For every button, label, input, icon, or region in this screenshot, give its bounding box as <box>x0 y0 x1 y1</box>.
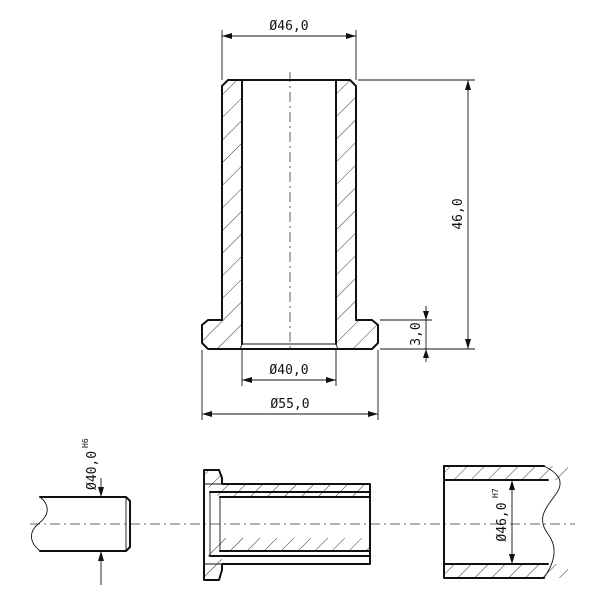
bore-diameter-label: Ø40,0 <box>269 363 308 378</box>
shaft-fit-nominal: Ø40,0 <box>85 451 100 490</box>
housing-outline <box>443 465 545 579</box>
flange-thickness-label: 3,0 <box>409 322 424 345</box>
overall-length-label: 46,0 <box>451 198 466 229</box>
housing-top-hatch <box>444 466 568 480</box>
dim-flange-diameter: Ø55,0 <box>202 397 378 417</box>
sleeve-diameter-label: Ø46,0 <box>269 19 308 34</box>
main-section-view: Ø46,0 46,0 3,0 Ø40,0 Ø55,0 <box>201 19 475 420</box>
dim-flange-thickness: 3,0 <box>409 306 429 362</box>
small-bushing-outline <box>203 469 371 581</box>
housing-view: Ø46,0 H7 <box>443 465 568 579</box>
dim-sleeve-diameter: Ø46,0 <box>222 19 356 39</box>
shaft-view: Ø40,0 H6 <box>31 438 131 585</box>
shaft-break-line <box>31 496 48 552</box>
right-wall-hatching <box>336 80 378 349</box>
flange-diameter-label: Ø55,0 <box>270 397 309 412</box>
housing-bottom-hatch <box>444 564 568 578</box>
dim-bore-diameter: Ø40,0 <box>242 363 336 383</box>
housing-fit-nominal: Ø46,0 <box>495 502 510 541</box>
small-bushing-bottom-hatch <box>204 538 370 580</box>
small-bushing-view <box>203 469 371 581</box>
shaft-outline <box>39 496 131 552</box>
bushing-outline <box>201 79 379 350</box>
shaft-fit-tolerance: H6 <box>81 438 90 448</box>
housing-break-line <box>542 465 561 579</box>
housing-fit-tolerance: H7 <box>491 488 500 498</box>
dim-overall-length: 46,0 <box>451 80 471 349</box>
